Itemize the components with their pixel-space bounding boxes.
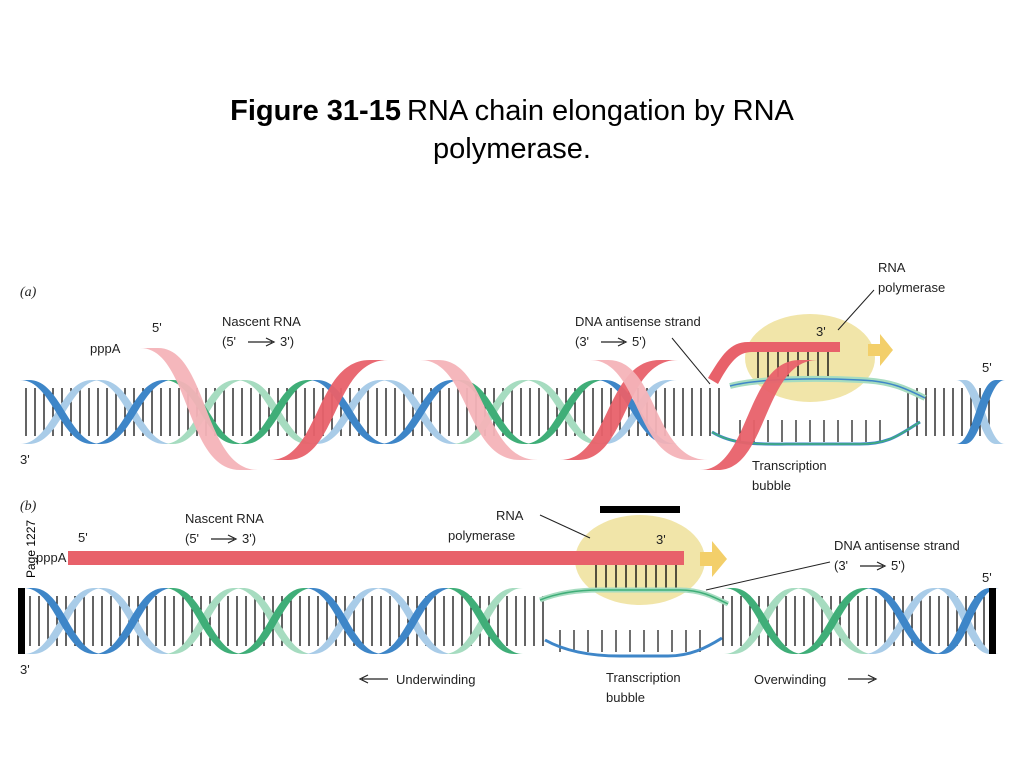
panel-b-front-strand <box>724 588 803 654</box>
figure-caption-line1: RNA chain elongation by RNA <box>406 95 794 127</box>
panel-b-overwinding-label: Overwinding <box>754 672 826 687</box>
panel-b-dna-3prime: 3' <box>20 662 30 677</box>
panel-a-dna-3prime: 3' <box>20 452 30 467</box>
panel-a-rna-ribbon <box>590 360 708 460</box>
panel-b-nascent-rna <box>68 551 684 565</box>
panel-b-antisense-pointer <box>705 561 831 591</box>
panel-b-nascent-dir-start: (5' <box>185 531 199 546</box>
panel-a-bubble-label-2: bubble <box>752 478 791 493</box>
panel-b-pppa: pppA <box>36 550 67 565</box>
panel-b-polymerase-bar <box>600 506 680 513</box>
panel-b-antisense-label: DNA antisense strand <box>834 538 960 553</box>
panel-b-front-strand <box>934 588 999 654</box>
panel-b-front-strand <box>164 588 243 654</box>
panel-a-rna-ribbon <box>140 348 258 470</box>
panel-a-pppa: pppA <box>90 341 121 356</box>
panel-a-front-strand <box>524 380 605 444</box>
panel-b-nascent-dir-end: 3') <box>242 531 256 546</box>
panel-b-front-strand <box>794 588 873 654</box>
panel-b-polymerase-pointer <box>539 514 591 539</box>
panel-b-front-strand <box>374 588 453 654</box>
panel-b-front-strand <box>304 588 383 654</box>
panel-a-antisense-label: DNA antisense strand <box>575 314 701 329</box>
panel-a-front-strand <box>20 380 101 444</box>
panel-b-direction-arrow <box>700 541 727 577</box>
panel-b-front-strand <box>24 588 103 654</box>
panel-a-front-strand <box>380 380 461 444</box>
panel-b-bubble-lower <box>544 636 723 658</box>
panel-a-antisense-dir-arrow <box>601 337 628 347</box>
figure-caption-line2: polymerase. <box>433 133 591 165</box>
panel-a-rna-ribbon <box>420 360 538 460</box>
panel-a-front-strand <box>236 380 317 444</box>
panel-a-dna-5prime: 5' <box>982 360 992 375</box>
panel-b-rna-5prime: 5' <box>78 530 88 545</box>
panel-b-front-strand <box>864 588 943 654</box>
panel-a-rna-3prime: 3' <box>816 324 826 339</box>
panel-b-polymerase-label-1: RNA <box>496 508 524 523</box>
panel-b-antisense-dir-start: (3' <box>834 558 848 573</box>
panel-a-nascent-dir-start: (5' <box>222 334 236 349</box>
panel-b: (b) 5' pppA Nascent RNA (5' 3') RNA poly… <box>18 499 999 705</box>
panel-a-nascent-rna-end <box>708 342 840 384</box>
panel-b-bubble-label-2: bubble <box>606 690 645 705</box>
panel-b-nascent-rna-label: Nascent RNA <box>185 511 264 526</box>
panel-b-front-strand <box>444 588 523 654</box>
panel-b-overwinding-arrow <box>848 674 878 684</box>
panel-b-antisense-dir-end: 5') <box>891 558 905 573</box>
panel-b-front-strand <box>94 588 173 654</box>
panel-a-front-strand <box>596 380 677 444</box>
panel-b-label: (b) <box>20 499 37 514</box>
panel-b-front-strand <box>234 588 313 654</box>
panel-a-bubble-label-1: Transcription <box>752 458 827 473</box>
panel-b-polymerase-label-2: polymerase <box>448 528 515 543</box>
panel-a-rna-ribbon <box>560 360 678 460</box>
panel-a-label: (a) <box>20 285 37 300</box>
panel-a-polymerase-label-2: polymerase <box>878 280 945 295</box>
panel-a-front-strand <box>308 380 389 444</box>
panel-b-antisense-dir-arrow <box>860 561 887 571</box>
panel-b-nascent-dir-arrow <box>211 534 238 544</box>
panel-a-direction-arrow <box>868 334 893 366</box>
panel-a: (a) 5' pppA Nascent RNA (5' 3') DNA anti… <box>20 260 1005 493</box>
panel-b-rna-3prime: 3' <box>656 532 666 547</box>
panel-a-antisense-pointer <box>671 337 711 385</box>
panel-a-nascent-dir-arrow <box>248 337 276 347</box>
panel-a-rna-5prime: 5' <box>152 320 162 335</box>
panel-b-dna-helix <box>24 588 999 654</box>
panel-a-polymerase-pointer <box>837 289 875 331</box>
panel-a-polymerase-label-1: RNA <box>878 260 906 275</box>
panel-a-rna-ribbon <box>700 360 818 470</box>
panel-a-antisense-dir-end: 5') <box>632 334 646 349</box>
panel-b-bubble-label-1: Transcription <box>606 670 681 685</box>
panel-a-antisense-dir-start: (3' <box>575 334 589 349</box>
figure-number: Figure 31-15 <box>230 95 401 127</box>
panel-a-nascent-dir-end: 3') <box>280 334 294 349</box>
panel-a-nascent-rna-label: Nascent RNA <box>222 314 301 329</box>
panel-b-right-cap <box>989 588 996 654</box>
panel-a-rna-ribbon <box>270 360 388 460</box>
panel-b-dna-5prime: 5' <box>982 570 992 585</box>
panel-b-underwinding-label: Underwinding <box>396 672 476 687</box>
panel-b-underwinding-arrow <box>358 674 388 684</box>
panel-a-dna-helix <box>20 380 1005 444</box>
panel-a-front-strand <box>92 380 173 444</box>
panel-a-front-strand <box>956 380 1005 444</box>
panel-a-nascent-rna <box>140 348 818 470</box>
panel-b-left-cap <box>18 588 25 654</box>
panel-a-front-strand <box>452 380 533 444</box>
